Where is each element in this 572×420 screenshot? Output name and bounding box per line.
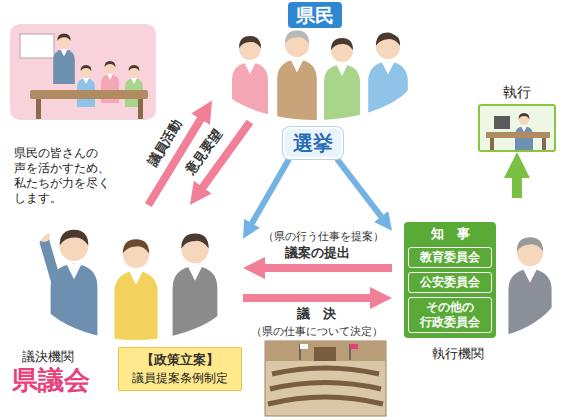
citizens-illustration — [232, 31, 408, 125]
bubble-shape — [9, 141, 128, 228]
election-box: 選挙 — [283, 127, 343, 159]
edge-label: 議案の提出 — [285, 245, 350, 261]
execution-heading: 執行 — [503, 83, 531, 101]
flow-arrow — [259, 264, 392, 272]
assembly-group: 議決機関県議会 — [28, 205, 243, 340]
policy-heading: 【政策立案】 — [123, 351, 237, 369]
governor-illustration — [508, 237, 551, 338]
execution-illustration — [480, 106, 554, 155]
ellipse-shape — [212, 16, 418, 120]
committee-box: その他の 行政委員会 — [408, 297, 492, 333]
policy-body: 議員提案条例制定 — [123, 369, 237, 387]
committee-name: その他の 行政委員会 — [411, 300, 489, 330]
committee-box: 公安委員会 — [408, 272, 492, 293]
organ-type: 執行機関 — [432, 346, 484, 362]
executive-group: 執行機関 知 事教育委員会公安委員会その他の 行政委員会 — [392, 198, 567, 362]
flow-arrow — [250, 159, 289, 227]
note-text: （県の行う仕事を提案） — [263, 229, 384, 243]
meeting-illustration — [10, 24, 156, 120]
execution-box: 執行 — [478, 104, 556, 152]
ellipse-outline — [28, 205, 243, 340]
ellipse-shape — [28, 205, 243, 340]
edge-label-anchor: 議案の提出 — [285, 245, 350, 261]
speech-text: 県民の皆さんの 声を活かすため、 私たちが力を尽く します。 — [14, 146, 122, 206]
text-anchor: 執行 — [503, 83, 531, 101]
text-anchor: 執行機関 — [432, 346, 484, 362]
group-heading: 県民 — [288, 2, 342, 28]
committee-box: 教育委員会 — [408, 247, 492, 268]
note-text: （県の仕事について決定） — [251, 324, 383, 338]
note-anchor: （県の行う仕事を提案） — [263, 229, 384, 243]
text-anchor: 県議会 — [12, 365, 90, 395]
committee-name: 教育委員会 — [411, 250, 489, 265]
text-anchor: 議決機関 — [22, 349, 74, 365]
text-anchor: 県民 — [288, 2, 342, 28]
flow-arrow — [512, 170, 522, 198]
assembly-illustration — [38, 230, 217, 340]
policy-box: 【政策立案】議員提案条例制定 — [118, 347, 242, 391]
panel-heading: 知 事 — [408, 225, 492, 243]
flow-arrow — [243, 294, 376, 302]
election-label: 選挙 — [293, 130, 333, 156]
flow-arrow — [337, 159, 383, 220]
ellipse-shape — [392, 198, 567, 338]
committee-name: 公安委員会 — [411, 275, 489, 290]
citizens-group: 県民 — [212, 2, 418, 122]
organ-name: 県議会 — [12, 365, 90, 395]
speech-bubble: 県民の皆さんの 声を活かすため、 私たちが力を尽く します。 — [8, 140, 128, 212]
edge-label: 議 決 — [298, 306, 337, 322]
edge-label-anchor: 議 決 — [298, 306, 337, 322]
hall-illustration — [265, 341, 386, 416]
governor-panel: 知 事教育委員会公安委員会その他の 行政委員会 — [404, 222, 496, 338]
note-anchor: （県の仕事について決定） — [251, 324, 383, 338]
organ-type: 議決機関 — [22, 349, 74, 365]
